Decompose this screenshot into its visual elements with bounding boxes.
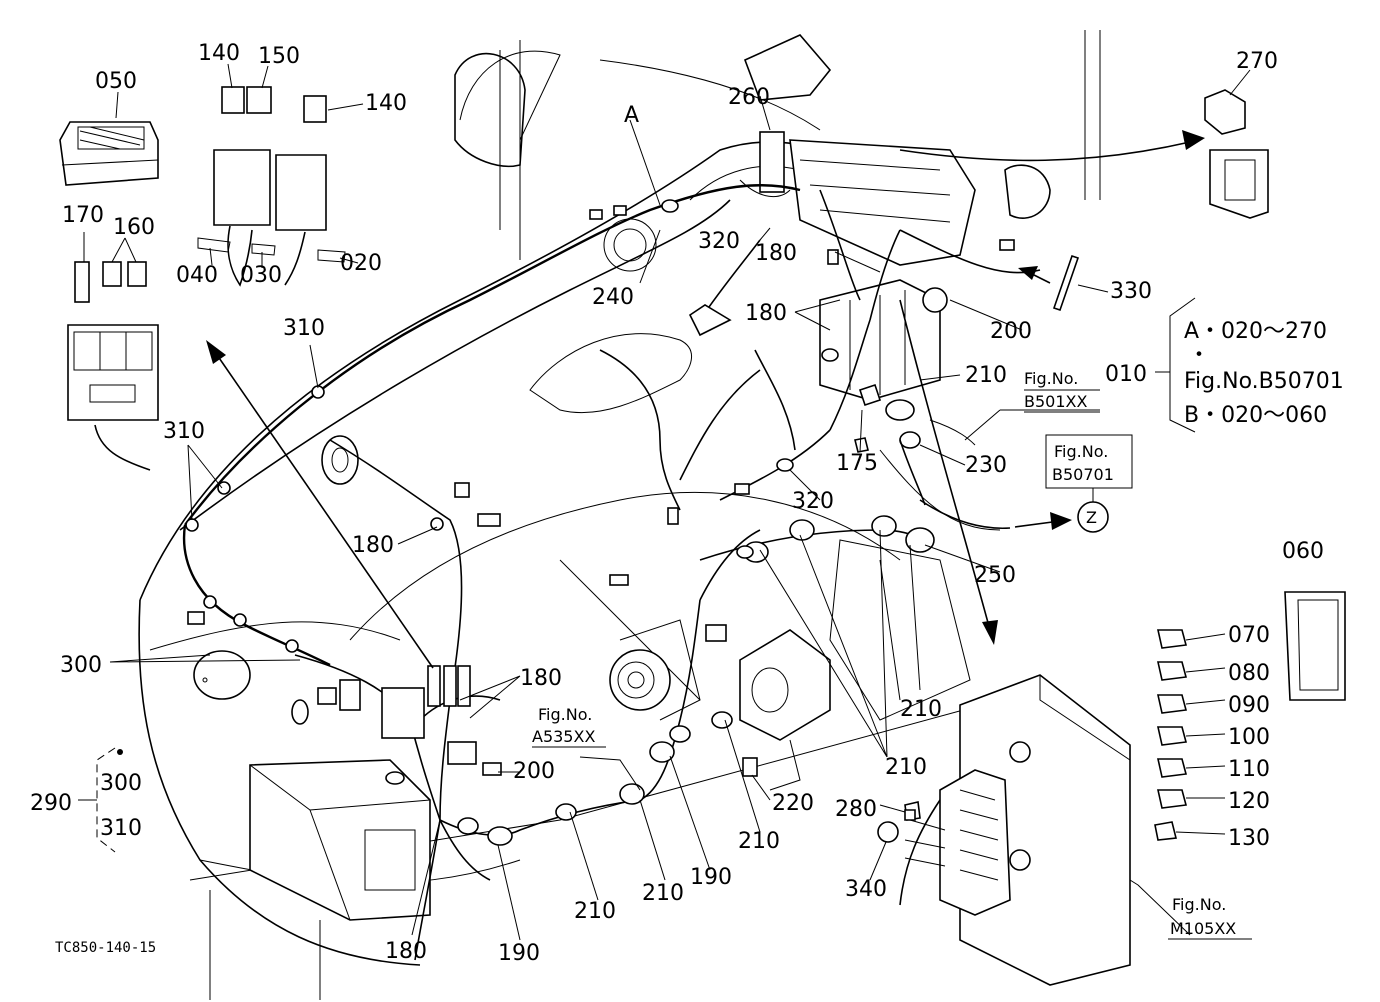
fig-references: Fig.No. B501XX Fig.No. B50701 Z Fig.No. … xyxy=(532,369,1252,940)
label-340: 340 xyxy=(845,877,887,902)
arrows xyxy=(206,130,1205,669)
label-210: 210 xyxy=(965,363,1007,388)
label-010: 010 xyxy=(1105,362,1147,387)
bracket-270 xyxy=(1204,89,1269,219)
label-200: 200 xyxy=(990,319,1032,344)
label-140: 140 xyxy=(198,41,240,66)
group-b-range: B・020～060 xyxy=(1184,403,1327,428)
label-080: 080 xyxy=(1228,661,1270,686)
arrowhead-icon xyxy=(1182,130,1205,150)
fig-ref-m105xx: M105XX xyxy=(1170,919,1236,938)
label-110: 110 xyxy=(1228,757,1270,782)
fuses-070-130 xyxy=(1154,629,1188,841)
label-210: 210 xyxy=(738,829,780,854)
group-a-range: A・020～270 xyxy=(1184,319,1327,344)
label-250: 250 xyxy=(974,563,1016,588)
group-010: 010 A・020～270 ・ Fig.No.B50701 B・020～060 xyxy=(1105,319,1344,428)
label-180: 180 xyxy=(755,241,797,266)
label-210: 210 xyxy=(642,881,684,906)
label-210: 210 xyxy=(900,697,942,722)
label-300: 300 xyxy=(100,771,142,796)
battery xyxy=(249,699,431,921)
fuse-box-050 xyxy=(59,121,159,186)
label-140: 140 xyxy=(365,91,407,116)
screw-280 xyxy=(904,809,916,821)
label-090: 090 xyxy=(1228,693,1270,718)
label-230: 230 xyxy=(965,453,1007,478)
label-040: 040 xyxy=(176,263,218,288)
arrowhead-icon xyxy=(1018,266,1038,280)
label-310: 310 xyxy=(163,419,205,444)
relay-block-170-160 xyxy=(67,261,159,471)
label-100: 100 xyxy=(1228,725,1270,750)
label-210: 210 xyxy=(574,899,616,924)
group-brackets xyxy=(78,297,1196,853)
label-150: 150 xyxy=(258,44,300,69)
label-160: 160 xyxy=(113,215,155,240)
group-fig-ref: Fig.No.B50701 xyxy=(1184,369,1344,394)
rod-330 xyxy=(1052,254,1080,312)
arrowhead-icon xyxy=(206,340,226,364)
starter-motor xyxy=(739,629,831,791)
label-180: 180 xyxy=(385,939,427,964)
arrowhead-icon xyxy=(1050,512,1072,530)
label-290: 290 xyxy=(30,791,72,816)
fig-label: Fig.No. xyxy=(1054,442,1108,461)
label-120: 120 xyxy=(1228,789,1270,814)
label-020: 020 xyxy=(340,251,382,276)
fig-label: Fig.No. xyxy=(1172,895,1226,914)
fig-ref-a535xx: A535XX xyxy=(532,727,595,746)
z-marker-label: Z xyxy=(1086,508,1097,527)
connectors xyxy=(187,205,1015,777)
label-060: 060 xyxy=(1282,539,1324,564)
label-190: 190 xyxy=(690,865,732,890)
label-320: 320 xyxy=(698,229,740,254)
label-a: A xyxy=(624,103,639,128)
fig-ref-b50701: B50701 xyxy=(1052,465,1114,484)
fig-ref-b501xx: B501XX xyxy=(1024,392,1087,411)
arrowhead-icon xyxy=(982,620,998,645)
label-175: 175 xyxy=(836,451,878,476)
cable-230 xyxy=(899,419,976,506)
label-260: 260 xyxy=(728,85,770,110)
relay-bracket-200 xyxy=(819,279,948,401)
label-180: 180 xyxy=(745,301,787,326)
label-210: 210 xyxy=(885,755,927,780)
label-190: 190 xyxy=(498,941,540,966)
label-240: 240 xyxy=(592,285,634,310)
label-180: 180 xyxy=(520,666,562,691)
label-280: 280 xyxy=(835,797,877,822)
bullet-dot-icon xyxy=(117,749,123,755)
drawing-code: TC850-140-15 xyxy=(55,940,156,956)
label-180: 180 xyxy=(352,533,394,558)
alternator xyxy=(609,619,701,721)
dash-switch-cluster xyxy=(743,34,1051,266)
label-170: 170 xyxy=(62,203,104,228)
part-labels: 050 140 150 140 170 160 040 030 020 240 … xyxy=(30,41,1324,966)
leader-lines xyxy=(83,63,1251,941)
fig-label: Fig.No. xyxy=(1024,369,1078,388)
fuse-cover-060 xyxy=(1284,591,1346,701)
label-070: 070 xyxy=(1228,623,1270,648)
label-220: 220 xyxy=(772,791,814,816)
label-270: 270 xyxy=(1236,49,1278,74)
fig-label: Fig.No. xyxy=(538,705,592,724)
label-050: 050 xyxy=(95,69,137,94)
group-dot: ・ xyxy=(1188,343,1210,368)
label-320: 320 xyxy=(792,489,834,514)
label-310: 310 xyxy=(100,816,142,841)
harness-clamps xyxy=(185,199,935,846)
label-300: 300 xyxy=(60,653,102,678)
label-310: 310 xyxy=(283,316,325,341)
label-030: 030 xyxy=(240,263,282,288)
label-330: 330 xyxy=(1110,279,1152,304)
label-200: 200 xyxy=(513,759,555,784)
relays-140-150 xyxy=(197,86,346,287)
label-130: 130 xyxy=(1228,826,1270,851)
